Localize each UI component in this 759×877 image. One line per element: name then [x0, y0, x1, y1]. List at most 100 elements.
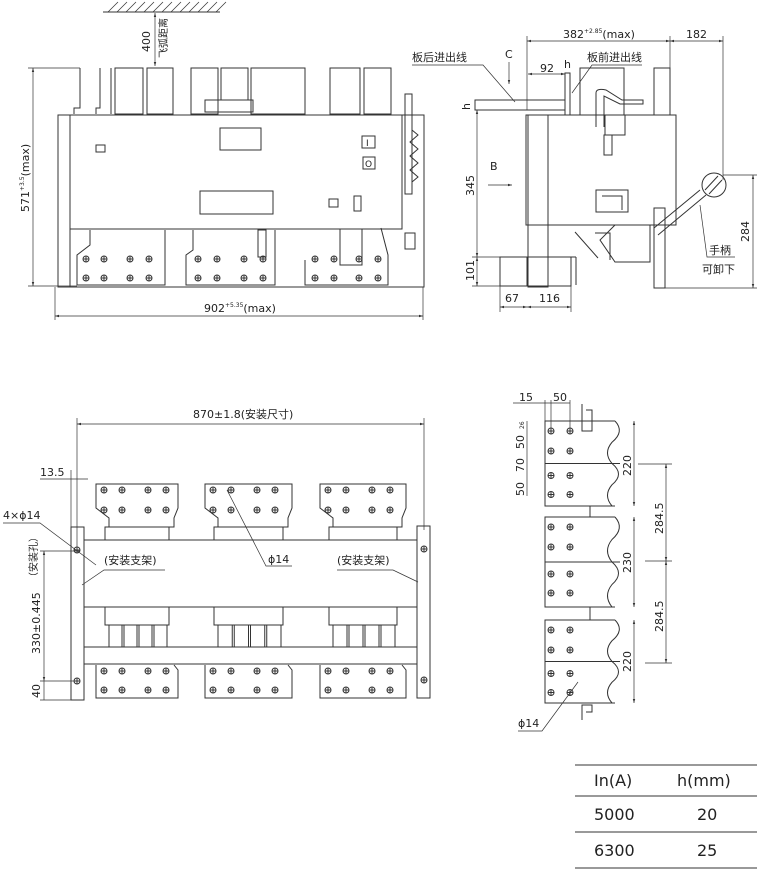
- lower-terminal-base: [328, 606, 398, 626]
- contact-block: [332, 624, 348, 648]
- bolt-hole-icon: [368, 506, 376, 514]
- table-cell: 20: [697, 805, 717, 824]
- bolt-hole-icon: [386, 686, 394, 694]
- side-view: 382+2.85(max) 182 板后进出线 板前进出线 C 92 h h 手…: [412, 28, 757, 312]
- bolt-hole-icon: [253, 667, 261, 675]
- bolt-hole-icon: [547, 491, 555, 498]
- lower-terminal-base: [104, 606, 170, 626]
- handle-knob-icon[interactable]: [701, 172, 727, 198]
- mount-bar: [83, 646, 418, 665]
- width-dim-label: 902+5.35(max): [204, 302, 276, 315]
- bolt-hole-icon: [566, 427, 574, 435]
- clearance-value: 400: [140, 31, 153, 52]
- dim-13-5: 13.5: [40, 466, 65, 479]
- bolt-hole-icon: [100, 667, 108, 675]
- removable-label: 可卸下: [702, 262, 735, 276]
- bottom-terminal: [76, 230, 166, 286]
- bolt-hole-icon: [547, 427, 555, 435]
- hatch-line: [143, 1, 155, 13]
- top-terminal-block: [363, 67, 392, 115]
- contact-block: [266, 624, 282, 648]
- dim-15: 15: [519, 391, 533, 404]
- bolt-hole-icon: [240, 255, 248, 263]
- handle-label: 手柄: [709, 243, 731, 257]
- bolt-hole-icon: [547, 447, 555, 455]
- lower-terminal-base: [213, 606, 284, 626]
- bolt-hole-icon: [374, 274, 382, 282]
- dim-50-top: 50: [553, 391, 567, 404]
- front-wiring-leader: [571, 64, 642, 94]
- bolt-hole-icon: [144, 506, 152, 514]
- dim-220-bottom: 220: [621, 651, 634, 672]
- bottom-terminal: [319, 664, 407, 699]
- bolt-hole-icon: [566, 589, 574, 597]
- bolt-hole-icon: [209, 486, 217, 494]
- top-terminal: [95, 483, 179, 528]
- hatch-line: [107, 1, 119, 13]
- bottom-terminal: [204, 664, 293, 699]
- bottom-terminal: [95, 664, 179, 699]
- off-button[interactable]: [362, 156, 376, 170]
- bolt-hole-icon: [547, 670, 555, 677]
- top-terminal-block: [250, 67, 306, 115]
- bolt-hole-icon: [227, 667, 235, 675]
- bolt-hole-icon: [324, 686, 332, 694]
- bracket-left-leader: [81, 569, 165, 586]
- bolt-hole-icon: [566, 646, 574, 654]
- contact-block: [250, 624, 266, 648]
- on-button[interactable]: [361, 135, 376, 149]
- rear-busbar: [474, 99, 566, 111]
- top-terminal-block: [146, 67, 174, 115]
- bolt-hole-icon: [100, 274, 108, 282]
- dim-70: 70: [514, 458, 527, 472]
- bolt-hole-icon: [227, 506, 235, 514]
- pitch-2: 284.5: [653, 601, 666, 633]
- bolt-hole-icon: [253, 506, 261, 514]
- on-symbol: I: [366, 139, 369, 149]
- bolt-hole-icon: [162, 486, 170, 494]
- hatch-line: [152, 1, 164, 13]
- table-header-in: In(A): [594, 771, 632, 790]
- top-terminal: [204, 483, 293, 528]
- bolt-hole-icon: [271, 667, 279, 675]
- bolt-hole-icon: [342, 486, 350, 494]
- bolt-hole-icon: [213, 255, 221, 263]
- link-mechanism: [574, 224, 651, 263]
- bolt-hole-icon: [213, 274, 221, 282]
- front-busbar: [564, 72, 571, 116]
- spring-icon: [409, 129, 419, 183]
- contact-block: [123, 624, 138, 648]
- bolt-hole-icon: [566, 447, 574, 455]
- bolt-hole-icon: [311, 274, 319, 282]
- contact-block: [380, 624, 396, 648]
- front-view: 400 飞弧距离 I O 571+3.5(max): [19, 1, 425, 320]
- bolt-hole-icon: [368, 486, 376, 494]
- bolt-hole-icon: [547, 570, 555, 578]
- bolt-hole-icon: [253, 486, 261, 494]
- dim-101: 101: [464, 260, 477, 281]
- rating-table: In(A) h(mm) 5000 20 6300 25: [575, 764, 757, 869]
- bolt-hole-icon: [420, 545, 428, 553]
- gear-rack: [257, 229, 267, 258]
- bolt-hole-icon: [144, 667, 152, 675]
- bracket-right-leader: [337, 569, 419, 583]
- bolt-hole-icon: [194, 255, 202, 263]
- pitch-1: 284.5: [653, 503, 666, 535]
- bolt-hole-icon: [330, 274, 338, 282]
- hatch-line: [215, 1, 227, 13]
- terminal-detail-hole-leader: [518, 681, 579, 732]
- dim-345: 345: [464, 175, 477, 196]
- bracket-right-label: (安装支架): [337, 553, 390, 567]
- bolt-hole-icon: [324, 486, 332, 494]
- indicator-square: [95, 144, 106, 153]
- mechanism-block: [548, 189, 676, 226]
- handle-offset-label: 182: [686, 28, 707, 41]
- bolt-tab: [581, 704, 593, 720]
- bolt-hole-icon: [227, 486, 235, 494]
- table-header-h: h(mm): [677, 771, 731, 790]
- terminal-detail-hole-label: ϕ14: [518, 717, 539, 730]
- hatch-line: [116, 1, 128, 13]
- top-terminal-block: [220, 67, 249, 101]
- bolt-hole-icon: [386, 667, 394, 675]
